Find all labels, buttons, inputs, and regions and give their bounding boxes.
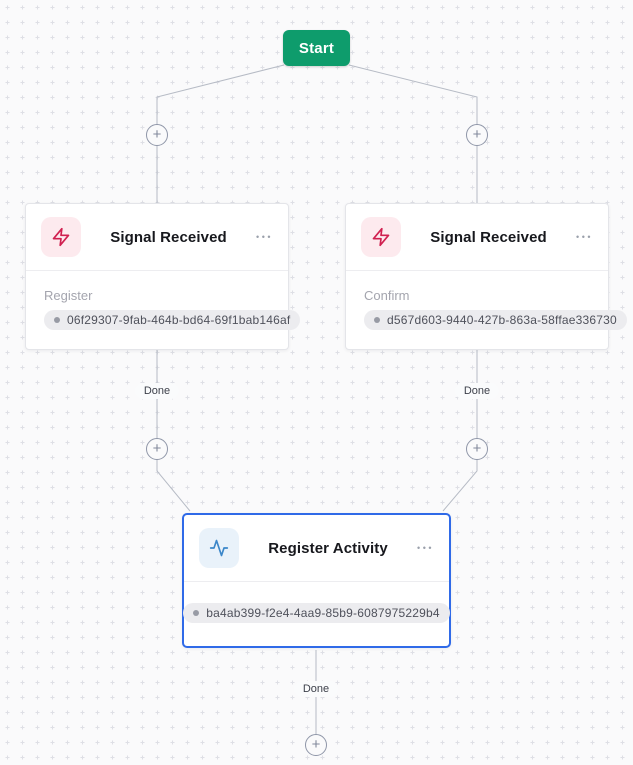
- run-id-text: ba4ab399-f2e4-4aa9-85b9-6087975229b4: [206, 605, 440, 620]
- edge-label-done: Done: [134, 383, 180, 399]
- add-node-button-right-top[interactable]: +: [466, 124, 488, 146]
- card-menu-button[interactable]: •••: [256, 231, 273, 242]
- run-id-chip: 06f29307-9fab-464b-bd64-69f1bab146af: [44, 310, 301, 330]
- run-id-chip: ba4ab399-f2e4-4aa9-85b9-6087975229b4: [183, 602, 450, 623]
- zap-icon: [41, 217, 81, 257]
- card-title: Register Activity: [268, 539, 388, 557]
- card-header: Signal Received •••: [346, 204, 608, 270]
- card-body: ba4ab399-f2e4-4aa9-85b9-6087975229b4: [183, 582, 450, 643]
- card-divider: [26, 270, 288, 271]
- node-card-signal-confirm[interactable]: Signal Received ••• Confirm d567d603-944…: [345, 203, 627, 350]
- card-menu-button[interactable]: •••: [417, 542, 434, 553]
- node-card-register-activity[interactable]: Register Activity ••• ba4ab399-f2e4-4aa9…: [182, 513, 451, 648]
- card-body: Confirm d567d603-9440-427b-863a-58ffae33…: [346, 271, 627, 346]
- add-node-button-left-mid[interactable]: +: [146, 438, 168, 460]
- edge-label-done: Done: [293, 681, 339, 697]
- run-id-text: 06f29307-9fab-464b-bd64-69f1bab146af: [67, 313, 291, 327]
- node-card-signal-register[interactable]: Signal Received ••• Register 06f29307-9f…: [25, 203, 301, 350]
- card-title: Signal Received: [430, 228, 547, 246]
- edge-label-done: Done: [454, 383, 500, 399]
- signal-name-label: Register: [44, 288, 93, 303]
- add-node-button-left-top[interactable]: +: [146, 124, 168, 146]
- start-node[interactable]: Start: [283, 30, 350, 66]
- card-title: Signal Received: [110, 228, 227, 246]
- status-dot-icon: [193, 609, 200, 616]
- card-divider: [184, 581, 449, 582]
- activity-icon: [199, 528, 239, 568]
- card-header: Signal Received •••: [26, 204, 288, 270]
- run-id-text: d567d603-9440-427b-863a-58ffae336730: [387, 313, 617, 327]
- status-dot-icon: [54, 317, 60, 323]
- card-header: Register Activity •••: [184, 515, 449, 581]
- card-divider: [346, 270, 608, 271]
- signal-name-label: Confirm: [364, 288, 410, 303]
- add-node-button-bottom[interactable]: +: [305, 734, 327, 756]
- add-node-button-right-mid[interactable]: +: [466, 438, 488, 460]
- status-dot-icon: [374, 317, 380, 323]
- card-menu-button[interactable]: •••: [576, 231, 593, 242]
- card-body: Register 06f29307-9fab-464b-bd64-69f1bab…: [26, 271, 301, 346]
- run-id-chip: d567d603-9440-427b-863a-58ffae336730: [364, 310, 627, 330]
- zap-icon: [361, 217, 401, 257]
